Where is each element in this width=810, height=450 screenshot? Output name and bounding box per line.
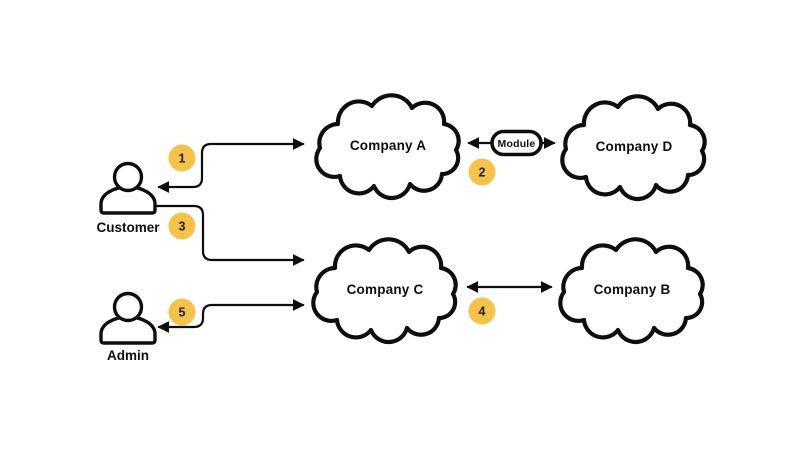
customer-label: Customer xyxy=(96,220,160,235)
badge-3: 3 xyxy=(168,212,196,240)
actor-admin: Admin xyxy=(99,291,157,363)
edges-layer xyxy=(155,137,556,333)
badge-2-circle xyxy=(468,158,496,186)
step-badges: 1 2 3 4 5 xyxy=(168,144,496,326)
admin-label: Admin xyxy=(107,348,149,363)
admin-person-icon xyxy=(99,291,157,345)
badge-5-circle xyxy=(168,298,196,326)
badge-2-number: 2 xyxy=(479,166,486,180)
edge-customer-company-c xyxy=(155,204,305,266)
badge-4-circle xyxy=(468,297,496,325)
module-pill-shape xyxy=(490,129,543,157)
badge-1: 1 xyxy=(168,144,196,172)
company-c-label: Company C xyxy=(347,282,424,297)
badge-5: 5 xyxy=(168,298,196,326)
node-company-c: Company C xyxy=(313,239,455,342)
company-a-label: Company A xyxy=(350,138,426,153)
badge-1-number: 1 xyxy=(179,152,186,166)
badge-5-number: 5 xyxy=(179,306,186,320)
edge-admin-company-c xyxy=(157,299,305,333)
badge-3-number: 3 xyxy=(179,220,186,234)
module-label: Module xyxy=(498,138,536,150)
node-company-d: Company D xyxy=(562,96,704,199)
company-d-label: Company D xyxy=(596,139,673,154)
actor-customer: Customer xyxy=(96,161,160,235)
badge-1-circle xyxy=(168,144,196,172)
customer-person-icon xyxy=(99,161,157,215)
edge-customer-company-a xyxy=(157,138,305,193)
module-node: Module xyxy=(490,129,543,157)
node-company-b: Company B xyxy=(560,239,702,342)
badge-3-circle xyxy=(168,212,196,240)
company-b-label: Company B xyxy=(594,282,671,297)
badge-2: 2 xyxy=(468,158,496,186)
badge-4: 4 xyxy=(468,297,496,325)
node-company-a: Company A xyxy=(316,95,458,198)
badge-4-number: 4 xyxy=(479,305,486,319)
